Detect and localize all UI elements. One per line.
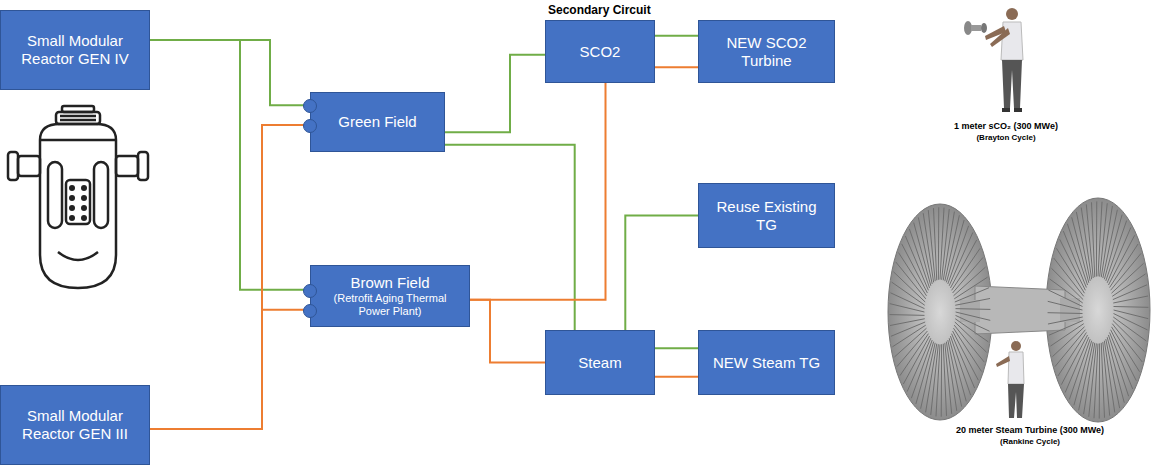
turbine-box: Reuse Existing TG — [698, 183, 835, 248]
turbine-box: NEW SCO2 Turbine — [698, 20, 835, 83]
reactor-box: Small Modular Reactor GEN IV — [0, 10, 150, 90]
node-label: Small Modular Reactor GEN III — [9, 407, 141, 443]
node-label: Brown Field — [350, 274, 429, 292]
site-box: Brown Field(Retrofit Aging Thermal Power… — [310, 265, 470, 327]
node-label: NEW SCO2 Turbine — [707, 34, 826, 70]
turbine-box: NEW Steam TG — [698, 330, 835, 395]
reactor-icon — [8, 106, 148, 288]
connection-port — [303, 284, 317, 298]
steam-turbine-figure — [888, 198, 1150, 422]
connection-port — [303, 304, 317, 318]
node-label: Steam — [578, 354, 621, 372]
node-label: Small Modular Reactor GEN IV — [9, 32, 141, 68]
pipe-connector — [150, 40, 310, 105]
site-box: Green Field — [310, 92, 445, 152]
pipe-connector — [655, 66, 698, 68]
circuit-box: Steam — [545, 330, 655, 395]
figure-caption: (Rankine Cycle) — [1000, 437, 1060, 446]
pipe-connector — [655, 376, 698, 378]
node-subtitle: (Retrofit Aging Thermal Power Plant) — [319, 292, 461, 318]
node-label: Reuse Existing TG — [707, 198, 826, 234]
pipe-connector — [150, 40, 310, 290]
connection-port — [303, 119, 317, 133]
pipe-connector — [655, 35, 698, 37]
pipe-connector — [470, 83, 606, 300]
node-label: NEW Steam TG — [713, 354, 820, 372]
pipe-connector — [655, 347, 698, 349]
circuit-box: SCO2 — [545, 20, 655, 83]
figure-caption: 20 meter Steam Turbine (300 MWe) — [956, 425, 1104, 435]
connection-port — [303, 99, 317, 113]
node-label: SCO2 — [580, 43, 621, 61]
pipe-connector — [470, 300, 545, 363]
figure-caption: (Brayton Cycle) — [976, 133, 1035, 142]
figure-caption: 1 meter sCO₂ (300 MWe) — [954, 121, 1058, 131]
sco2-turbine-figure — [964, 8, 1023, 112]
pipe-connector — [150, 310, 310, 429]
pipe-connector — [625, 216, 698, 331]
section-title: Secondary Circuit — [548, 3, 651, 17]
pipe-connector — [445, 55, 545, 133]
pipe-connector — [150, 125, 310, 429]
node-label: Green Field — [338, 113, 416, 131]
reactor-box: Small Modular Reactor GEN III — [0, 385, 150, 465]
